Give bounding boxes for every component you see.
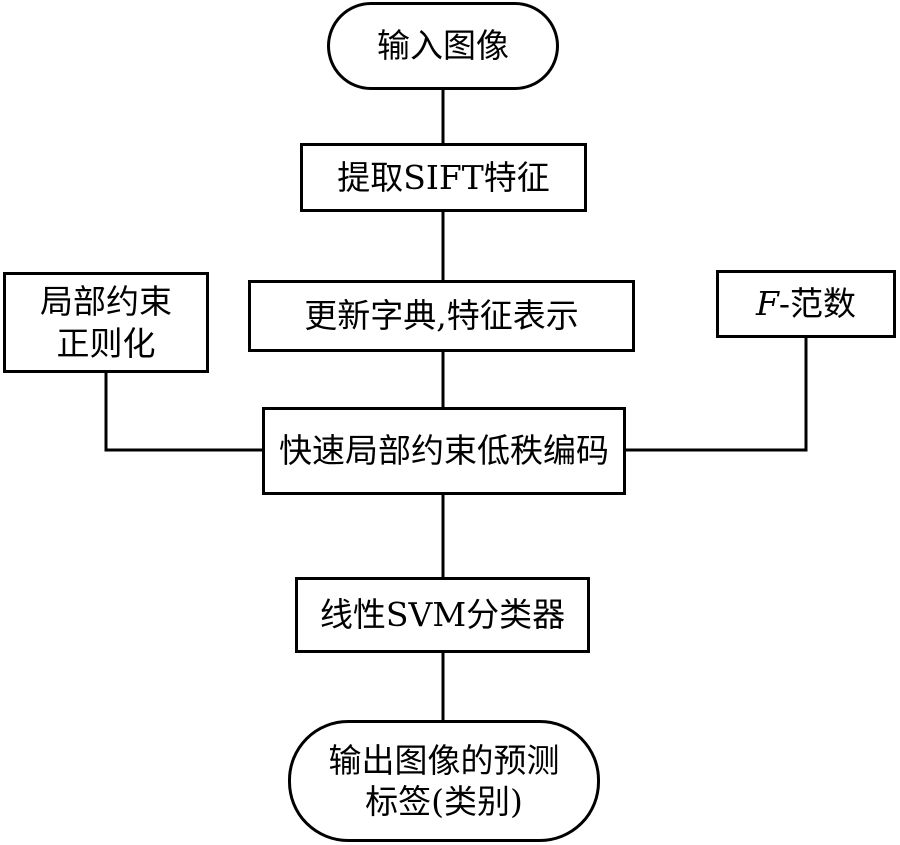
- linear-svm-label: 线性SVM分类器: [319, 595, 566, 635]
- fast-llrc-label: 快速局部约束低秩编码: [279, 431, 609, 471]
- f-norm-variable: F: [755, 284, 779, 324]
- process-fast-local-constrained-low-rank-coding: 快速局部约束低秩编码: [262, 407, 626, 495]
- f-norm-label: F-范数: [756, 283, 856, 324]
- start-node-input-image: 输入图像: [327, 2, 559, 90]
- extract-sift-label: 提取SIFT特征: [337, 157, 550, 197]
- connector-local-constraint-to-llrc: [104, 371, 262, 452]
- input-local-constraint-regularization: 局部约束 正则化: [3, 272, 209, 373]
- f-norm-suffix: -范数: [778, 284, 857, 324]
- local-constraint-label: 局部约束 正则化: [40, 282, 172, 363]
- input-f-norm: F-范数: [716, 270, 896, 338]
- update-dictionary-label: 更新字典,特征表示: [304, 296, 579, 336]
- output-prediction-label: 输出图像的预测 标签(类别): [328, 740, 560, 821]
- process-linear-svm-classifier: 线性SVM分类器: [295, 577, 590, 653]
- end-node-output-prediction: 输出图像的预测 标签(类别): [288, 720, 600, 842]
- connector-fnorm-to-llrc: [626, 336, 808, 452]
- start-node-label: 输入图像: [377, 26, 509, 66]
- process-update-dictionary: 更新字典,特征表示: [248, 280, 635, 352]
- process-extract-sift: 提取SIFT特征: [300, 143, 587, 212]
